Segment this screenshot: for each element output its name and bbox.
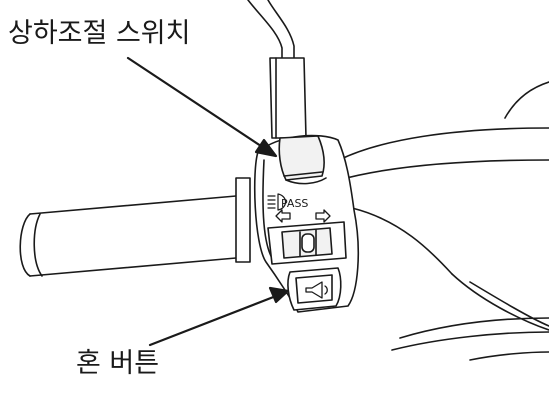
horn-button-label: 혼 버튼 (76, 348, 160, 379)
scooter-body-outline (338, 81, 549, 361)
horn-icon (305, 281, 328, 299)
dimmer-switch-label: 상하조절 스위치 (8, 18, 191, 49)
turn-signal-switch (267, 221, 347, 265)
horn-button-leader-arrow (148, 286, 290, 347)
dimmer-switch-leader-arrow (126, 56, 278, 158)
pass-label: PASS (281, 197, 308, 210)
turn-left-arrow-icon (275, 209, 291, 223)
headlight-beam-icon (267, 193, 287, 211)
switch-cable (247, 0, 307, 139)
dimmer-switch-knob (278, 135, 327, 185)
turn-right-arrow-icon (315, 209, 331, 223)
horn-button (287, 267, 342, 311)
handlebar-grip (19, 177, 251, 277)
